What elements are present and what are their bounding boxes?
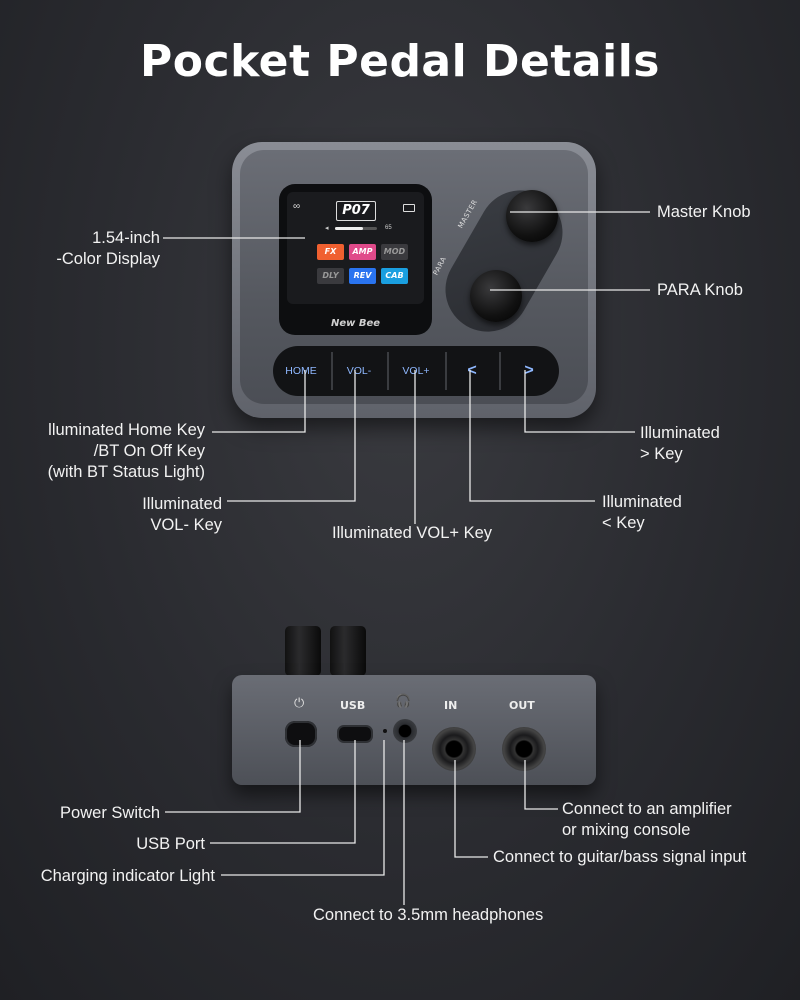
effect-dly: DLY [317, 268, 344, 284]
headphone-jack[interactable] [393, 719, 417, 743]
color-display: ∞ P07 ◂ 65 FX AMP MOD DLY REV CAB New Be… [279, 184, 432, 335]
right-key[interactable]: > [524, 362, 534, 379]
usb-port-callout: USB Port [136, 835, 205, 853]
home-key[interactable]: HOME [285, 365, 317, 377]
display-screen: ∞ P07 ◂ 65 FX AMP MOD DLY REV CAB [287, 192, 424, 304]
para-knob-callout: PARA Knob [657, 281, 743, 299]
pedal-top-view: ∞ P07 ◂ 65 FX AMP MOD DLY REV CAB New Be… [232, 142, 596, 418]
effect-amp: AMP [349, 244, 376, 260]
page-title: Pocket Pedal Details [140, 36, 660, 87]
charging-light-callout: Charging indicator Light [40, 867, 215, 885]
key-bar: HOME VOL- VOL+ < > [273, 346, 559, 396]
input-jack[interactable] [432, 727, 476, 771]
out-label: OUT [509, 699, 535, 712]
effect-rev: REV [349, 268, 376, 284]
left-key-callout: Illuminated< Key [602, 493, 682, 532]
headphones-callout: Connect to 3.5mm headphones [313, 906, 544, 924]
key-separator [387, 352, 389, 390]
display-callout: 1.54-inch-Color Display [56, 229, 160, 268]
battery-icon [403, 204, 415, 212]
knob-cap-para [330, 626, 366, 676]
volume-value: 65 [385, 225, 392, 231]
charging-indicator-light [383, 729, 387, 733]
brand-logo: New Bee [330, 318, 381, 329]
output-jack[interactable] [502, 727, 546, 771]
key-separator [445, 352, 447, 390]
vol-minus-key[interactable]: VOL- [346, 365, 372, 377]
preset-number: P07 [336, 201, 376, 221]
headphones-icon: 🎧 [395, 693, 412, 708]
effect-cab: CAB [381, 268, 408, 284]
right-key-callout: Illuminated> Key [640, 424, 720, 463]
pedal-top-panel: ∞ P07 ◂ 65 FX AMP MOD DLY REV CAB New Be… [240, 150, 588, 404]
link-icon: ∞ [293, 201, 301, 212]
volume-icon: ◂ [325, 225, 329, 232]
para-knob[interactable] [470, 270, 522, 322]
left-key[interactable]: < [467, 362, 477, 379]
key-separator [499, 352, 501, 390]
master-knob[interactable] [506, 190, 558, 242]
master-knob-callout: Master Knob [657, 203, 751, 221]
usb-label: USB [340, 699, 366, 712]
vol-plus-callout: Illuminated VOL+ Key [332, 524, 493, 542]
vol-plus-key[interactable]: VOL+ [402, 365, 430, 377]
volume-bar [335, 227, 377, 230]
home-key-callout: lluminated Home Key/BT On Off Key(with B… [47, 421, 205, 481]
pedal-side-view: ⏻ USB 🎧 IN OUT [232, 675, 596, 785]
knob-cap-master [285, 626, 321, 676]
effect-mod: MOD [381, 244, 408, 260]
guitar-input-callout: Connect to guitar/bass signal input [493, 848, 747, 866]
effect-fx: FX [317, 244, 344, 260]
power-switch[interactable] [285, 721, 317, 747]
power-switch-callout: Power Switch [60, 804, 160, 822]
key-separator [331, 352, 333, 390]
power-icon: ⏻ [294, 695, 305, 710]
in-label: IN [444, 699, 458, 712]
